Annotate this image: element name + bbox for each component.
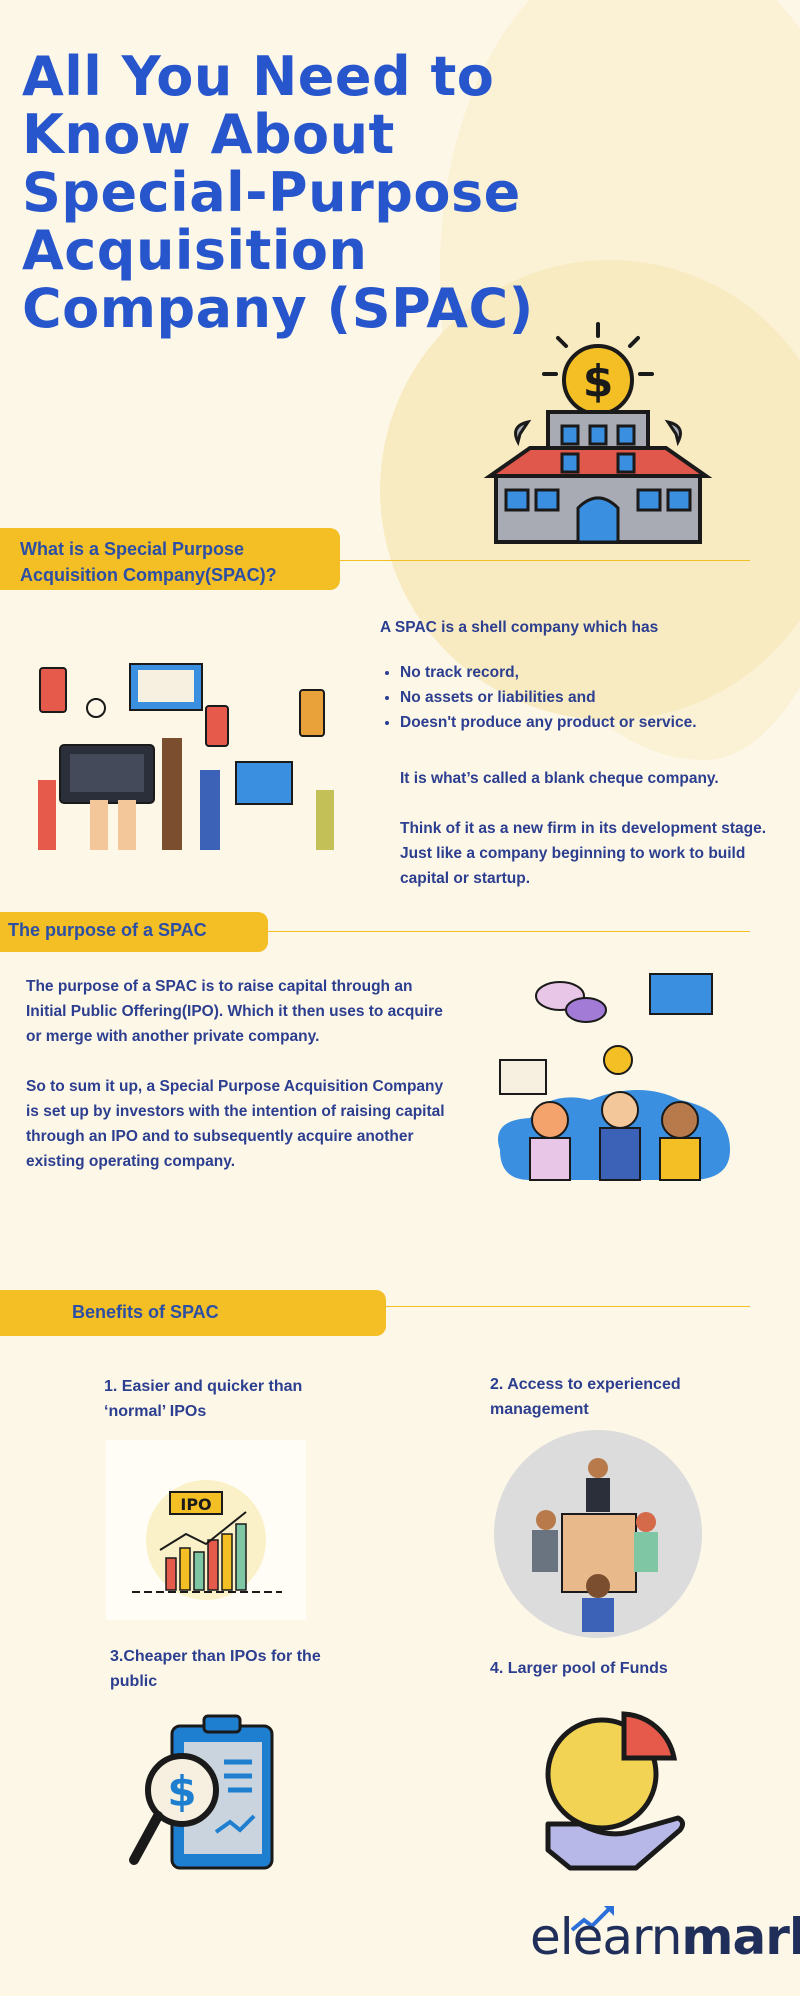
section-divider <box>268 931 750 932</box>
purpose-paragraph-2: So to sum it up, a Special Purpose Acqui… <box>26 1078 445 1170</box>
ipo-sign-label: IPO <box>180 1495 211 1514</box>
logo-text-suffix: markets <box>681 1908 800 1966</box>
list-item: No track record, <box>400 660 697 685</box>
list-item: No assets or liabilities and <box>400 685 697 710</box>
dollar-sign-label: $ <box>167 1767 196 1816</box>
dollar-clipboard-icon: $ <box>129 1714 274 1870</box>
benefit-1-label: 1. Easier and quicker than ‘normal’ IPOs <box>104 1378 303 1420</box>
benefit-2-label: 2. Access to experienced management <box>490 1376 681 1418</box>
section-header-what: What is a Special Purpose Acquisition Co… <box>0 528 340 590</box>
ipo-chart-icon: IPO <box>106 1440 306 1620</box>
section-header-benefits: Benefits of SPAC <box>0 1290 386 1336</box>
logo-text-prefix: elearn <box>530 1908 682 1966</box>
list-item: Doesn't produce any product or service. <box>400 710 697 735</box>
what-paragraph-2: Think of it as a new firm in its develop… <box>400 820 767 887</box>
svg-text:$: $ <box>583 356 614 407</box>
what-intro: A SPAC is a shell company which has <box>380 619 659 636</box>
page-title: All You Need to Know About Special-Purpo… <box>22 45 534 340</box>
bank-building-icon: $ <box>483 322 713 544</box>
section-divider <box>340 560 750 561</box>
what-bullet-list: No track record, No assets or liabilitie… <box>380 660 697 735</box>
pie-chart-hand-icon <box>545 1711 686 1871</box>
growth-arrow-icon <box>570 1906 614 1932</box>
devices-hands-icon <box>38 663 334 850</box>
section-divider <box>386 1306 750 1307</box>
section-header-purpose: The purpose of a SPAC <box>0 912 268 952</box>
ideas-people-icon <box>498 973 730 1181</box>
what-paragraph-1: It is what’s called a blank cheque compa… <box>400 770 719 787</box>
elearnmarkets-logo: elearnmarkets <box>530 1908 800 1966</box>
meeting-icon <box>494 1430 702 1638</box>
benefit-3-label: 3.Cheaper than IPOs for the public <box>110 1648 321 1690</box>
purpose-paragraph-1: The purpose of a SPAC is to raise capita… <box>26 978 443 1045</box>
benefit-4-label: 4. Larger pool of Funds <box>490 1660 668 1677</box>
